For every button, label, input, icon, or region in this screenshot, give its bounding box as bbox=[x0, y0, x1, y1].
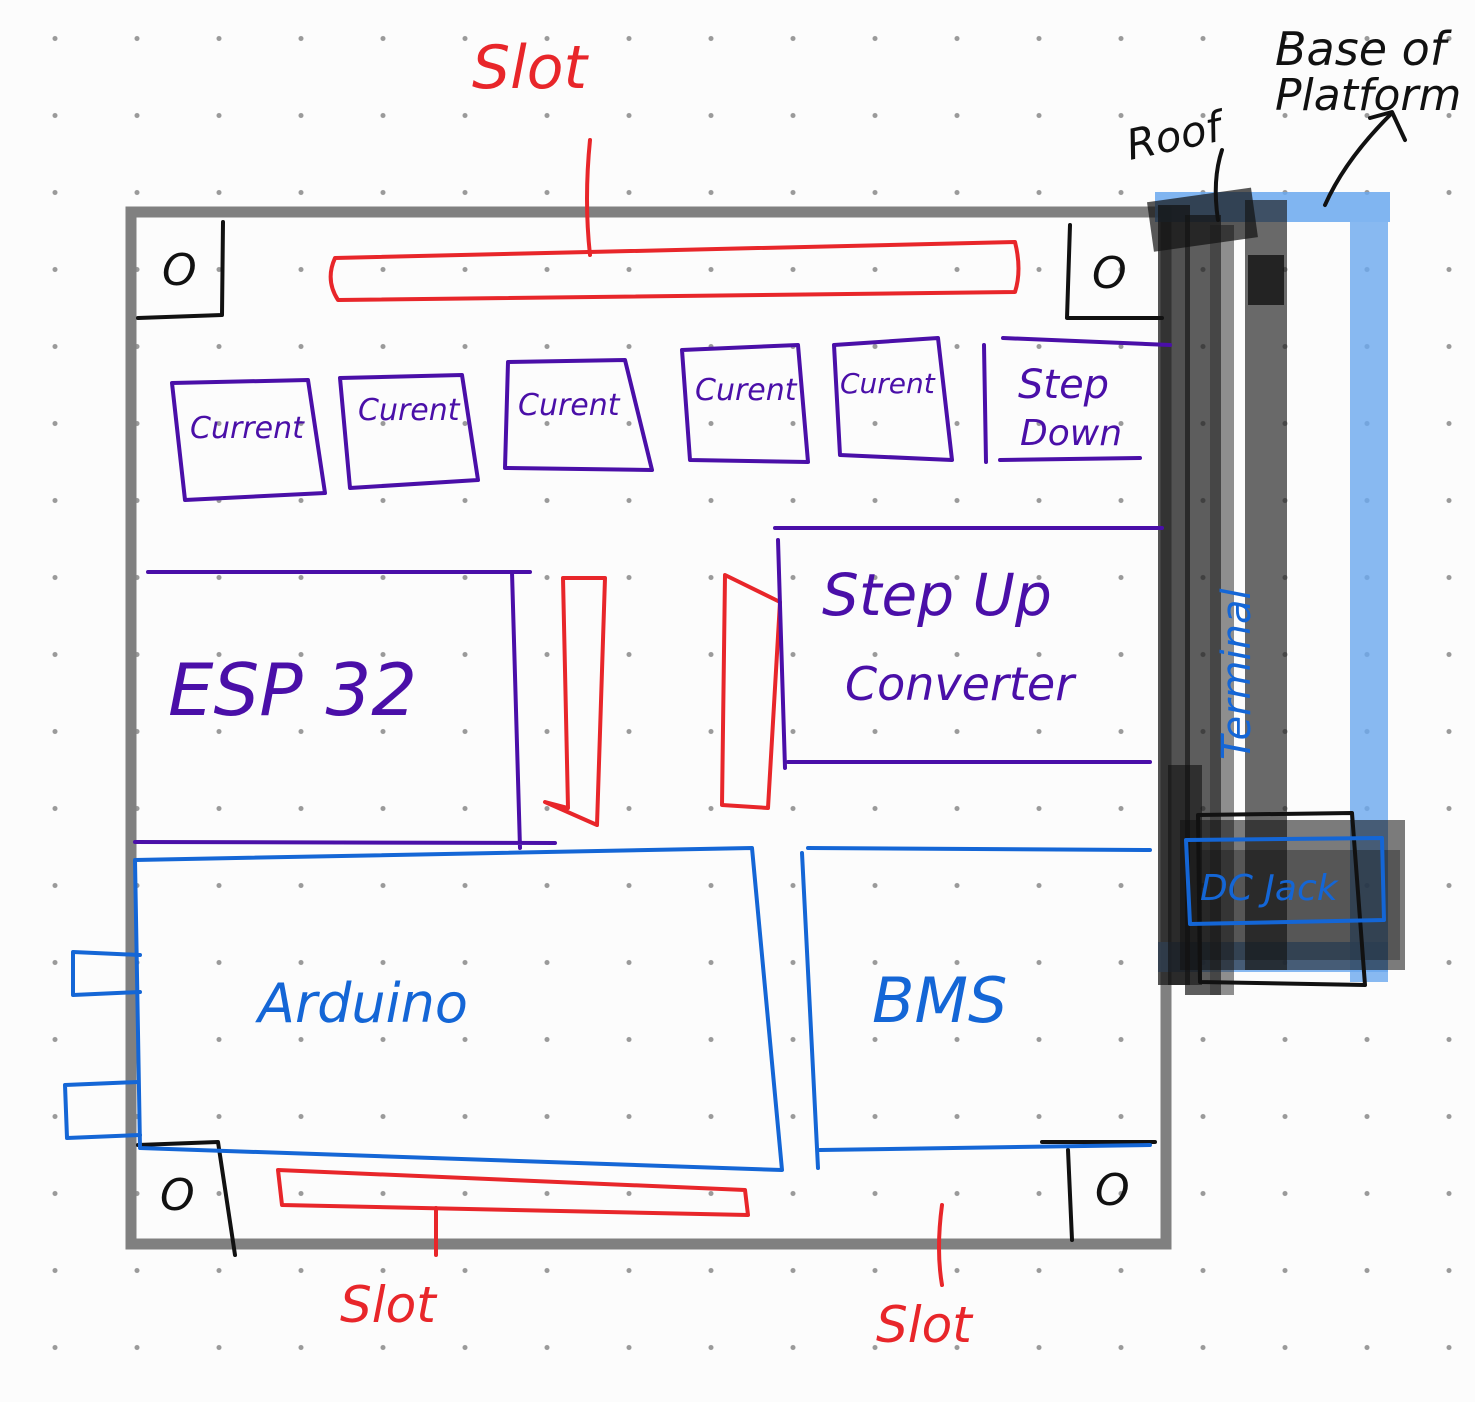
svg-text:O: O bbox=[1092, 248, 1127, 299]
svg-text:Curent: Curent bbox=[358, 393, 461, 428]
svg-text:Current: Current bbox=[190, 411, 305, 446]
slot-bottom: Slot Slot bbox=[276, 1168, 974, 1354]
dc-jack-label: DC Jack bbox=[1200, 868, 1340, 909]
svg-text:Step: Step bbox=[1018, 362, 1109, 408]
svg-text:O: O bbox=[160, 1170, 195, 1221]
base-label-line2: Platform bbox=[1275, 70, 1461, 121]
roof-label: Roof bbox=[1122, 101, 1232, 170]
step-up-converter: Step Up Converter bbox=[773, 526, 1164, 770]
step-down-converter: Step Down bbox=[982, 336, 1172, 464]
base-label-line1: Base of bbox=[1275, 22, 1452, 76]
mounting-hole-top-right: O bbox=[1065, 223, 1164, 320]
mounting-hole-bottom-left: O bbox=[136, 1140, 237, 1257]
bms-board: BMS bbox=[800, 846, 1152, 1170]
slot-middle-left bbox=[543, 576, 607, 827]
slot-bottom-left-label: Slot bbox=[340, 1276, 438, 1334]
slot-bottom-right-label: Slot bbox=[876, 1296, 974, 1354]
mounting-hole-bottom-right: O bbox=[1040, 1140, 1157, 1242]
slot-top-label: Slot bbox=[472, 33, 589, 103]
current-sensor-2: Curent bbox=[338, 373, 480, 490]
current-sensor-1: Current bbox=[170, 378, 327, 502]
roof-pointer bbox=[1213, 148, 1224, 222]
step-up-label: Step Up bbox=[822, 561, 1052, 629]
step-up-sublabel: Converter bbox=[845, 657, 1077, 711]
arduino-label: Arduino bbox=[255, 972, 468, 1035]
svg-text:Curent: Curent bbox=[840, 367, 936, 400]
terminal-label: Terminal bbox=[1214, 588, 1260, 760]
current-sensor-5: Curent bbox=[832, 336, 954, 462]
slot-top: Slot bbox=[328, 33, 1021, 302]
dc-jack: DC Jack bbox=[1180, 811, 1405, 987]
svg-text:O: O bbox=[162, 245, 197, 296]
svg-text:O: O bbox=[1095, 1165, 1130, 1216]
mounting-hole-top-left: O bbox=[136, 220, 225, 320]
esp32-label: ESP 32 bbox=[168, 648, 417, 732]
svg-text:Down: Down bbox=[1020, 413, 1122, 454]
current-sensor-3: Curent bbox=[503, 358, 654, 472]
svg-text:Curent: Curent bbox=[695, 373, 798, 408]
base-pointer-arrow bbox=[1323, 110, 1407, 207]
svg-text:Curent: Curent bbox=[518, 388, 621, 423]
current-sensor-4: Curent bbox=[680, 343, 810, 464]
arduino-board: Arduino bbox=[63, 846, 784, 1172]
esp32-module: ESP 32 bbox=[133, 570, 557, 850]
bms-label: BMS bbox=[872, 964, 1007, 1037]
slot-middle-right bbox=[720, 573, 782, 810]
